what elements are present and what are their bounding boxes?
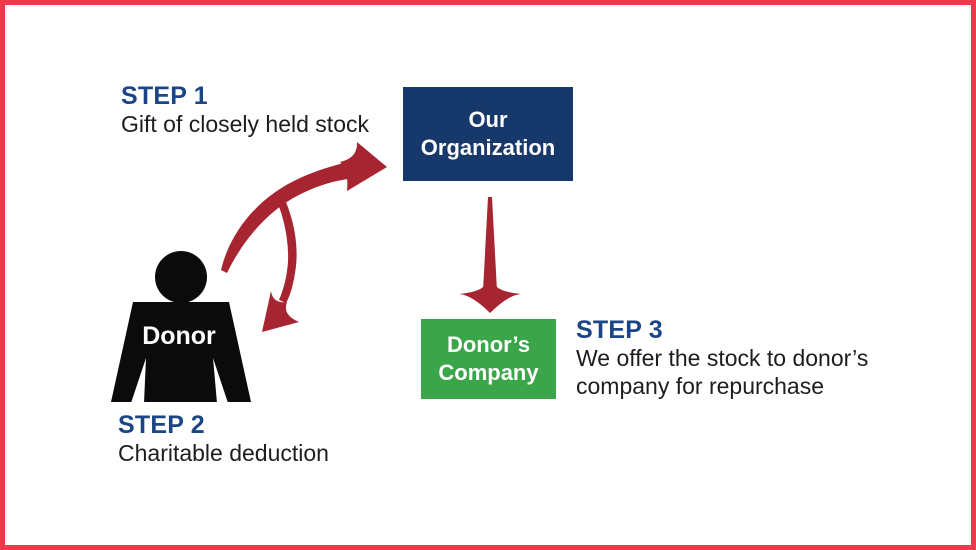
step-3-description-line-1: We offer the stock to donor’s xyxy=(576,345,869,371)
organization-label-line-1: Our xyxy=(468,107,508,132)
donor-figure-label: Donor xyxy=(142,322,216,350)
donor-company-box: Donor’s Company xyxy=(421,319,556,399)
company-label-line-2: Company xyxy=(438,360,539,385)
step-1-description: Gift of closely held stock xyxy=(121,111,369,137)
step-2-block: STEP 2 Charitable deduction xyxy=(118,412,329,467)
step-3-heading: STEP 3 xyxy=(576,316,663,344)
step-2-description: Charitable deduction xyxy=(118,440,329,466)
organization-box: Our Organization xyxy=(403,87,573,181)
organization-label-line-2: Organization xyxy=(420,135,556,160)
step-2-heading: STEP 2 xyxy=(118,411,205,439)
step-1-block: STEP 1 Gift of closely held stock xyxy=(121,83,369,138)
step-3-block: STEP 3 We offer the stock to donor’s com… xyxy=(576,317,868,400)
step-3-description-line-2: company for repurchase xyxy=(576,373,825,399)
company-label-line-1: Donor’s xyxy=(446,332,531,357)
step-1-heading: STEP 1 xyxy=(121,82,208,110)
step1-curved-arrow-icon xyxy=(221,142,387,273)
step2-curved-arrow-icon xyxy=(262,191,299,332)
step3-down-arrow-icon xyxy=(459,197,521,313)
